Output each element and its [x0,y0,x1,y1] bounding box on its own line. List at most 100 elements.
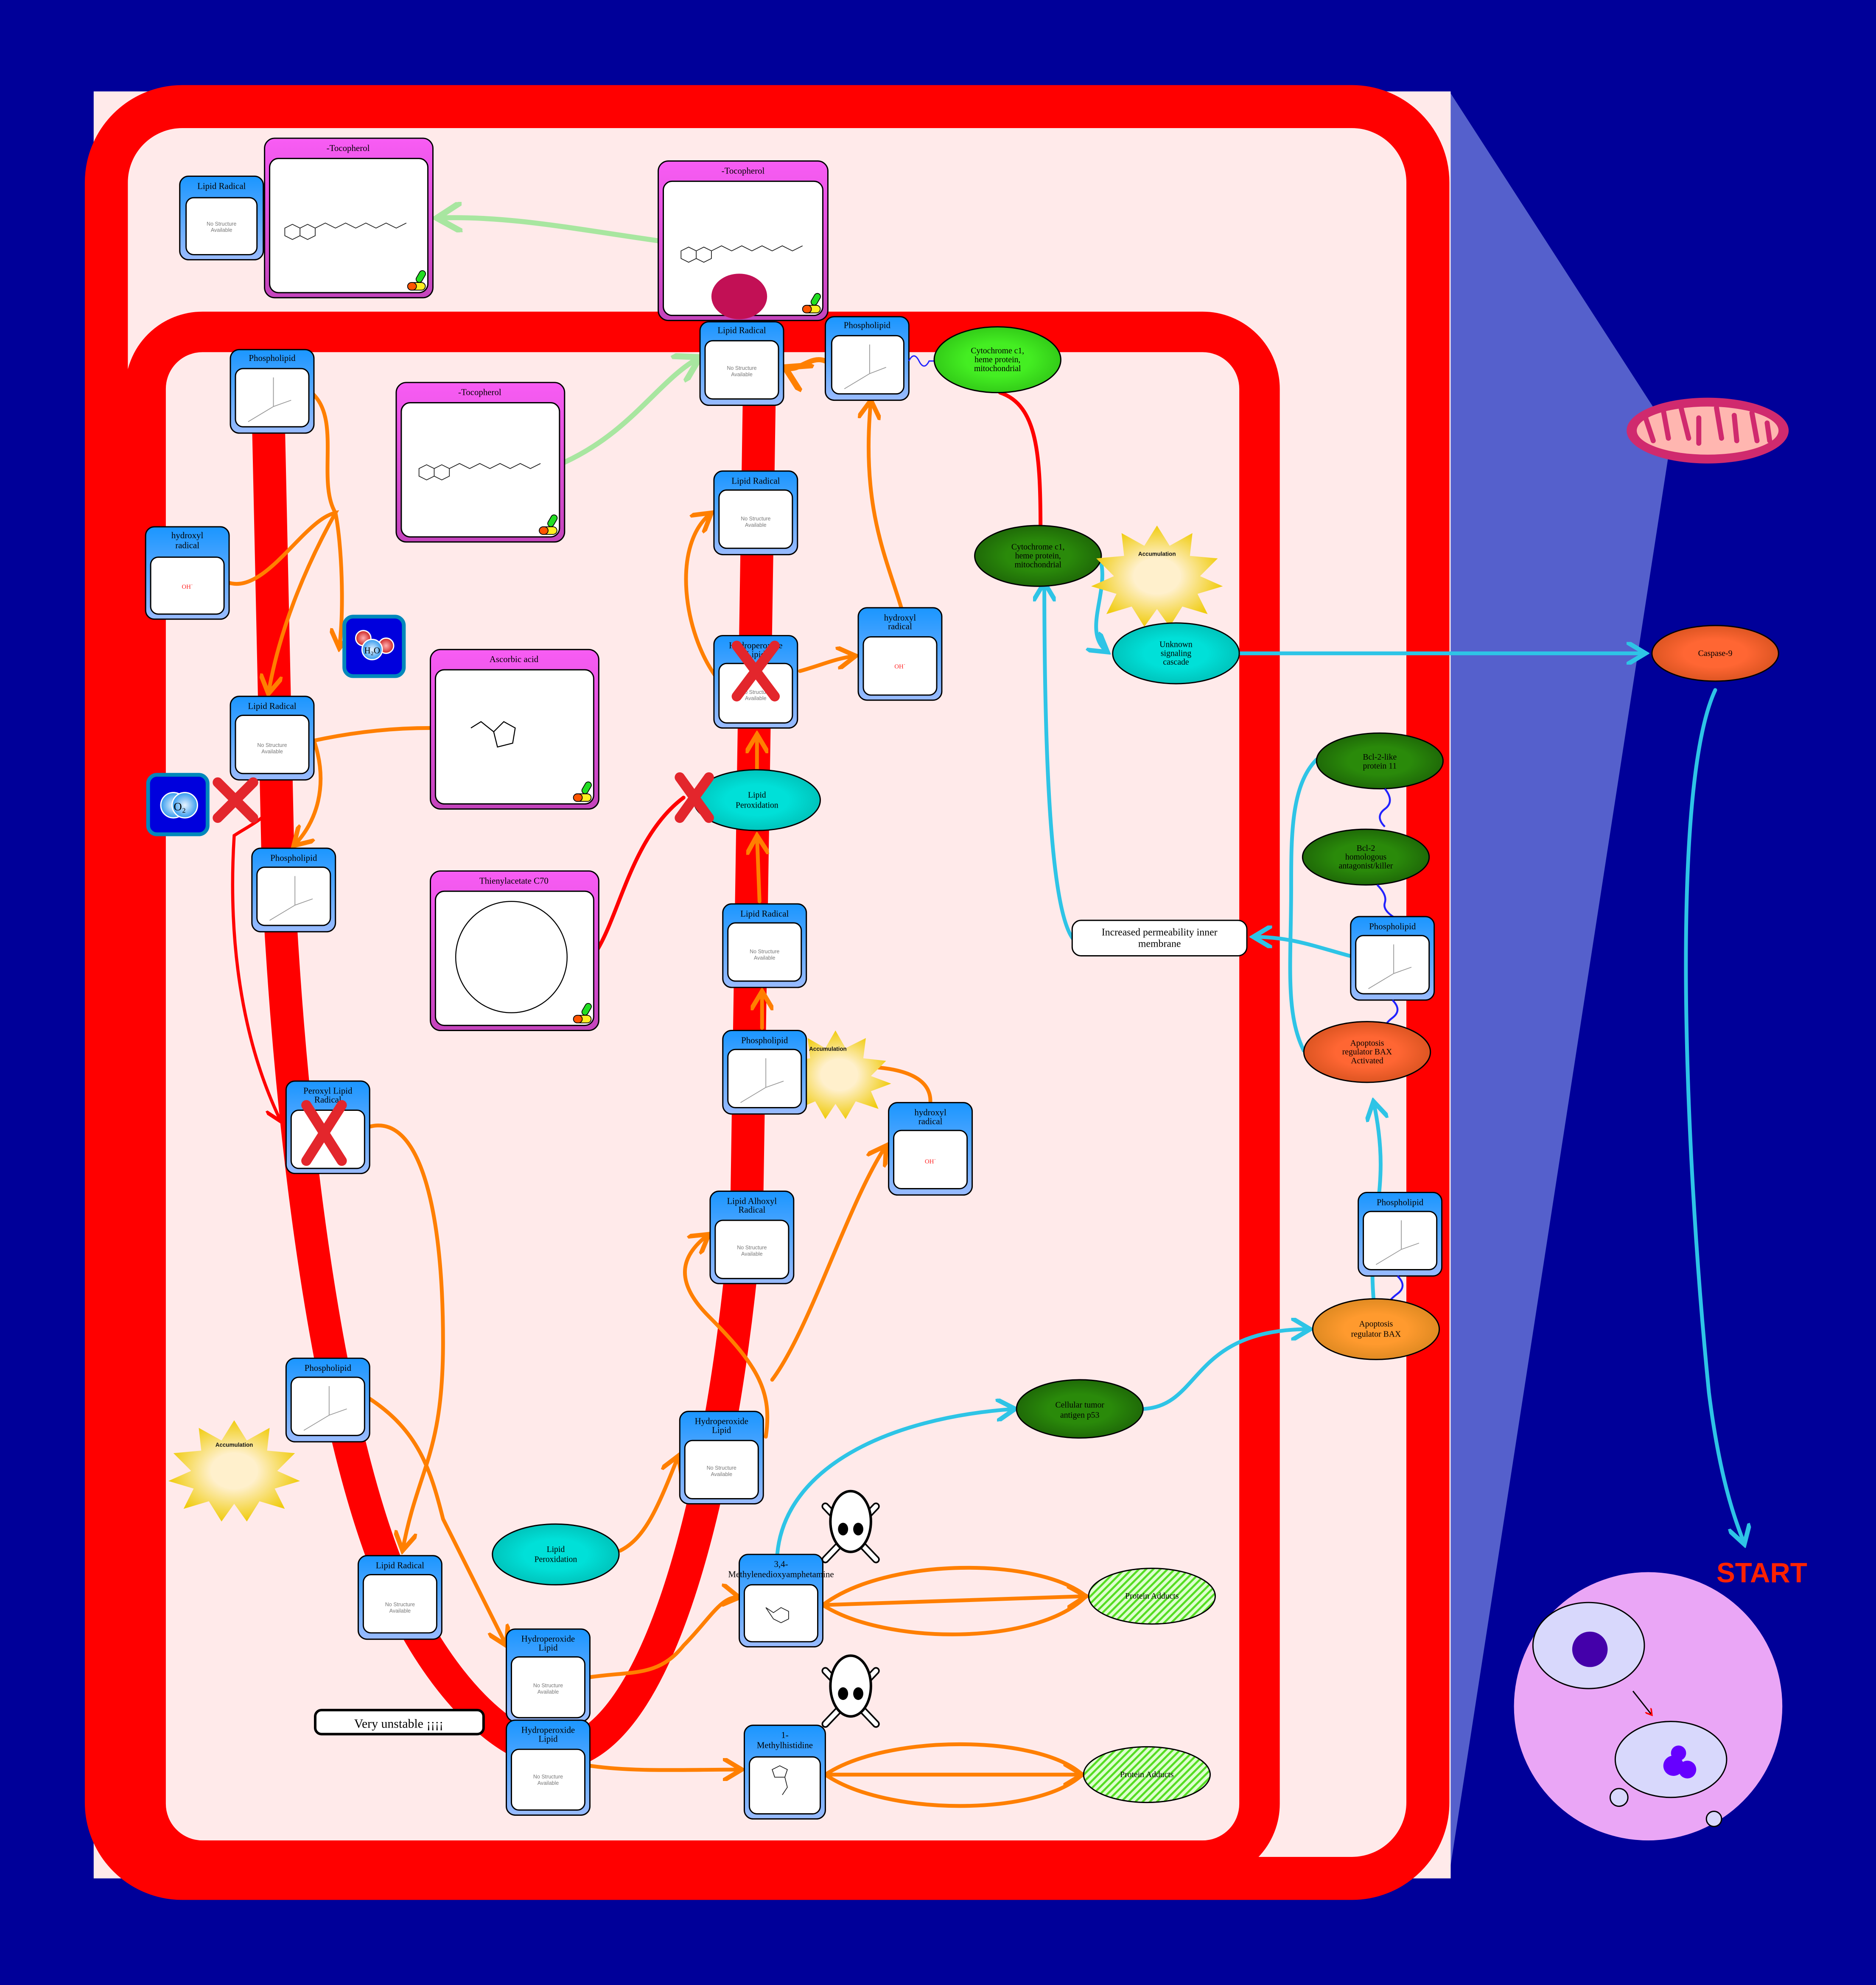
edge-mda-adducts [820,1596,1086,1605]
svg-text:Accumulation: Accumulation [1138,551,1176,557]
node-lipid-radical-b[interactable]: Lipid Radical No Structure Available [722,903,807,988]
svg-text:Cytochrome c1,: Cytochrome c1, [1011,542,1065,552]
node-peroxyl-lipid-radical[interactable]: Peroxyl Lipid Radical [285,1080,370,1174]
node-hydroxyl-radical-a[interactable]: hydroxyl radical OH˙ [857,607,943,701]
node-cytochrome-inner[interactable]: Cytochrome c1, heme protein, mitochondri… [974,525,1102,587]
node-p53[interactable]: Cellular tumor antigen p53 [1016,1379,1144,1439]
svg-text:O₂: O₂ [174,800,186,813]
blocked-x-icon [213,777,258,823]
svg-text:Available: Available [211,227,232,233]
svg-text:regulator BAX: regulator BAX [1342,1047,1392,1057]
node-bax[interactable]: Apoptosis regulator BAX [1312,1298,1440,1360]
svg-text:Phospholipid: Phospholipid [1369,921,1416,931]
node-bcl2-homologous-killer[interactable]: Bcl-2 homologous antagonist/killer [1302,828,1430,886]
node-lipid-peroxidation-a[interactable]: Lipid Peroxidation [693,769,821,831]
node-bcl2-like-11[interactable]: Bcl-2-like protein 11 [1316,732,1444,790]
phospholipid-structure [303,1386,347,1431]
edge-lipid-radical-phospholipid [294,738,323,846]
node-hydroxyl-radical-left[interactable]: hydroxyl radical OH˙ [145,526,230,620]
svg-text:Activated: Activated [1351,1056,1383,1065]
node-ascorbic-acid[interactable]: Ascorbic acid [430,649,599,810]
svg-text:Phospholipid: Phospholipid [305,1363,352,1373]
svg-text:Available: Available [745,696,767,702]
node-hydroperoxide-lipid-1[interactable]: Hydroperoxide Lipid No Structure Availab… [506,1628,591,1722]
node-phospholipid-c[interactable]: Phospholipid [722,1030,807,1115]
svg-text:heme protein,: heme protein, [1015,551,1061,561]
edge-permeability-cytochrome [1044,582,1075,942]
accumulation-burst-center: Accumulation [787,1030,891,1119]
edge-hydroxyl-phospholipid [868,400,903,610]
edge-cytochrome-inhibit [998,391,1056,536]
svg-text:membrane: membrane [1138,939,1181,950]
node-unknown-signaling-cascade[interactable]: Unknown signaling cascade [1112,622,1240,685]
edge-oxygen-peroxyl [231,783,281,1122]
node-lipid-radical-a[interactable]: Lipid Radical No Structure Available [713,470,798,556]
fullerene-structure [455,900,568,1013]
node-methylhistidine[interactable]: 1- Methylhistidine [743,1725,826,1820]
node-phospholipid-r2[interactable]: Phospholipid [1358,1191,1443,1277]
svg-text:Peroxidation: Peroxidation [535,1555,577,1564]
tocopherol-structure [284,222,407,240]
svg-text:OH˙: OH˙ [925,1158,936,1165]
blocked-x-icon [731,640,780,702]
highlight-dot [711,274,767,319]
node-lipid-alkoxyl-radical[interactable]: Lipid Alhoxyl Radical No Structure Avail… [709,1190,795,1284]
binding-wave [908,355,935,367]
svg-text:Available: Available [741,1251,763,1257]
node-hydroperoxide-lipid-2[interactable]: Hydroperoxide Lipid No Structure Availab… [506,1719,591,1816]
node-phospholipid-membrane[interactable]: Phospholipid [824,316,910,401]
svg-text:No Structure: No Structure [533,1683,563,1689]
svg-text:protein 11: protein 11 [1363,761,1397,771]
start-label: START [1716,1557,1807,1588]
node-tocopherol-outer-right[interactable]: -Tocopherol [658,160,829,322]
node-cytochrome-membrane[interactable]: Cytochrome c1, heme protein, mitochondri… [908,326,1061,394]
node-label: Lipid Radical [197,181,246,191]
svg-text:Hydroperoxide: Hydroperoxide [521,1725,575,1735]
node-hydroperoxide-lipid-crossed[interactable]: Hydroperoxide Lipid No Structure Availab… [713,635,798,729]
node-phospholipid-r1[interactable]: Phospholipid [1350,916,1435,1001]
node-oxygen[interactable]: O₂ [146,773,210,836]
svg-text:Cytochrome c1,: Cytochrome c1, [971,346,1024,355]
svg-text:hydroxyl: hydroxyl [884,612,916,623]
phospholipid-structure [740,1058,784,1103]
svg-text:Lipid Radical: Lipid Radical [740,909,789,919]
phospholipid-structure [1375,1220,1420,1265]
edge-lipid-radical-ascorbic [312,726,432,743]
svg-text:Very unstable ¡¡¡¡: Very unstable ¡¡¡¡ [354,1717,443,1731]
edge-methylhistidine-adducts-loop [823,1742,1085,1808]
svg-text:Available: Available [538,1780,559,1786]
node-tocopherol-outer-left[interactable]: -Tocopherol [264,137,434,299]
edge-alkoxyl-hydroxyl [770,1146,886,1382]
svg-text:homologous: homologous [1345,853,1386,862]
node-tocopherol-inner[interactable]: -Tocopherol [395,382,566,543]
node-lipid-peroxidation-b[interactable]: Lipid Peroxidation [492,1523,620,1585]
phospholipid-structure [844,344,886,389]
water-molecule-icon [361,639,383,660]
node-methylenedioxyamphetamine[interactable]: 3,4- Methylenedioxyamphetamine [728,1554,834,1648]
svg-text:heme protein,: heme protein, [974,355,1020,364]
node-lipid-radical-bottom[interactable]: Lipid Radical No Structure Available [357,1555,442,1640]
svg-text:Lipid Radical: Lipid Radical [717,325,766,335]
node-protein-adducts-1[interactable]: Protein Adducts [1088,1568,1216,1625]
edge-lipid-radical-peroxidation [757,836,759,903]
node-lipid-radical-left[interactable]: Lipid Radical No Structure Available [230,696,315,781]
node-lipid-radical-membrane[interactable]: Lipid Radical No Structure Available [699,321,784,406]
node-phospholipid-2[interactable]: Phospholipid [251,847,336,933]
node-hydroperoxide-lipid-c[interactable]: Hydroperoxide Lipid No Structure Availab… [679,1411,764,1504]
svg-text:Lipid: Lipid [538,1733,558,1744]
node-increased-permeability[interactable]: Increased permeability inner membrane [1071,920,1248,956]
node-hydroxyl-radical-b[interactable]: hydroxyl radical OH˙ [888,1102,973,1196]
svg-text:Ascorbic acid: Ascorbic acid [490,654,539,664]
svg-text:Cellular tumor: Cellular tumor [1055,1401,1104,1410]
node-bax-activated[interactable]: Apoptosis regulator BAX Activated [1303,1021,1431,1083]
svg-text:cascade: cascade [1163,657,1189,667]
node-thienylacetate-c70[interactable]: Thienylacetate C70 [430,870,599,1032]
svg-text:Accumulation: Accumulation [809,1046,847,1052]
node-water[interactable]: H₂O [342,615,406,678]
svg-text:H₂O: H₂O [364,645,380,655]
node-lipid-radical-outer[interactable]: Lipid Radical No Structure Available [179,175,264,260]
node-phospholipid-1[interactable]: Phospholipid [230,349,315,434]
node-caspase9[interactable]: Caspase-9 [1651,625,1779,682]
node-phospholipid-3[interactable]: Phospholipid [285,1357,370,1443]
node-protein-adducts-2[interactable]: Protein Adducts [1083,1746,1211,1803]
